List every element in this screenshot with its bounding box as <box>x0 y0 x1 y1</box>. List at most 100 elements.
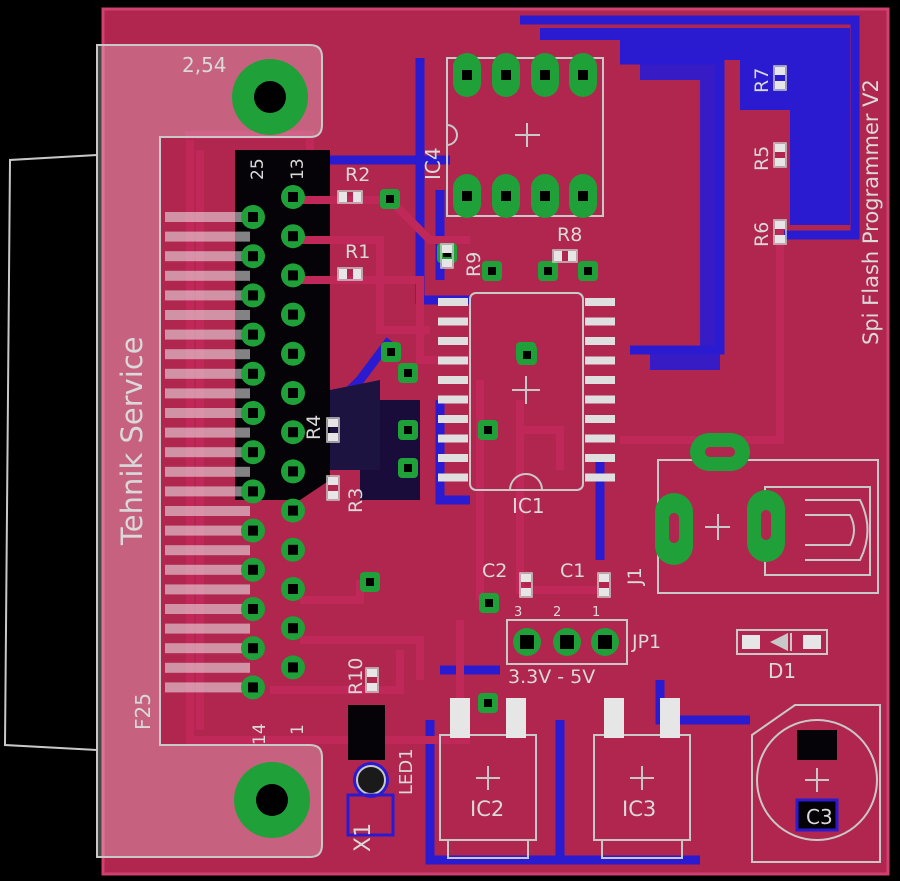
r3-outline <box>326 475 340 501</box>
connector-pad-hole <box>248 525 258 536</box>
r10-label: R10 <box>345 658 367 695</box>
ic4-pin-hole <box>540 70 550 80</box>
c2-label: C2 <box>482 560 507 582</box>
connector-pad-hole <box>288 662 298 673</box>
ic4-pin-hole <box>462 191 472 201</box>
via-hole <box>386 195 394 203</box>
ic1-pin-left <box>438 415 468 423</box>
r5-pad <box>775 158 785 166</box>
ic4-pin-hole <box>578 70 588 80</box>
connector-pad-hole <box>248 329 258 340</box>
pin-13-label: 13 <box>288 158 308 180</box>
ic4-pin-hole <box>578 191 588 201</box>
ic1-pin-right <box>585 356 615 365</box>
d1-label: D1 <box>768 659 796 683</box>
vias <box>360 189 598 713</box>
connector-pad-hole <box>288 505 298 516</box>
j1-label: J1 <box>624 567 646 586</box>
board-title: Spi Flash Programmer V2 <box>859 79 883 345</box>
connector-finger <box>165 584 250 595</box>
r8-outline <box>552 249 578 263</box>
silk-labels: 2,54 Tehnik Service F25 25 13 14 1 Spi F… <box>115 53 883 852</box>
x1-label: X1 <box>351 823 376 852</box>
r9-label: R9 <box>463 252 485 277</box>
r2-label: R2 <box>345 164 370 186</box>
ic1-pin-left <box>438 395 468 404</box>
connector-pad-hole <box>248 368 258 379</box>
connector-finger <box>165 388 250 399</box>
via-hole <box>488 267 496 275</box>
d1-diode <box>736 629 828 655</box>
via-hole <box>366 578 374 586</box>
ic1-pin-right <box>585 376 615 384</box>
connector-pad-hole <box>288 270 298 281</box>
connector-pad-hole <box>288 623 298 634</box>
r6-pad <box>775 235 785 243</box>
r1-pad <box>339 269 347 279</box>
r7-label: R7 <box>751 68 773 93</box>
connector-finger <box>165 506 250 516</box>
mounting-hole-top <box>232 59 308 135</box>
r4-outline <box>326 417 340 443</box>
r10-outline <box>365 667 379 693</box>
jp1-voltage-label: 3.3V - 5V <box>508 666 595 688</box>
ic1-pin-right <box>585 473 615 482</box>
bottom-pour-right <box>640 60 720 370</box>
connector-pad-hole <box>288 348 298 359</box>
r1-outline <box>337 267 363 281</box>
r6-pad <box>775 221 785 229</box>
ic4-package <box>446 57 604 217</box>
connector-finger <box>165 662 250 673</box>
connector-finger <box>165 564 250 575</box>
connector-finger <box>165 290 250 301</box>
r9-pad <box>442 259 452 267</box>
r9-pad <box>442 245 452 253</box>
connector-pad-hole <box>288 231 298 242</box>
ic1-pin-right <box>585 395 615 404</box>
ic4-label: IC4 <box>421 147 445 180</box>
jp1-pin2: 2 <box>553 605 561 620</box>
ic1-package <box>469 292 584 491</box>
pin-14-label: 14 <box>250 723 270 745</box>
connector-finger <box>165 310 250 320</box>
r5-label: R5 <box>751 146 773 171</box>
c3-label: C3 <box>806 805 833 829</box>
connector-finger <box>165 408 250 418</box>
ic1-pin-right <box>585 434 615 443</box>
r8-label: R8 <box>557 224 582 246</box>
connector-pad-hole <box>248 486 258 497</box>
connector-pad-hole <box>248 564 258 575</box>
connector-pad-hole <box>288 309 298 320</box>
c1-outline <box>597 572 611 598</box>
ic4-pin-hole <box>540 191 550 201</box>
r8-pad <box>568 251 576 261</box>
r5-pad <box>775 144 785 152</box>
smd-parts <box>326 65 787 693</box>
connector-pad-hole <box>248 290 258 301</box>
ic2-lead <box>506 698 526 738</box>
connector-finger <box>165 251 250 262</box>
ic2-label: IC2 <box>470 797 504 821</box>
ic1-pin-left <box>438 473 468 482</box>
r10-pad <box>367 669 377 677</box>
ic4-pins <box>453 53 597 218</box>
jp1-label: JP1 <box>631 631 661 653</box>
ic1-pin-left <box>438 434 468 443</box>
r6-outline <box>773 219 787 245</box>
connector-finger <box>165 368 250 379</box>
r1-pad <box>353 269 361 279</box>
via-hole <box>404 464 412 472</box>
ic1-label: IC1 <box>512 494 545 518</box>
ic1-pin-left <box>438 298 468 306</box>
connector-finger <box>165 349 250 360</box>
via-hole <box>544 267 552 275</box>
j1-power-jack <box>655 433 879 594</box>
connector-pad-hole <box>288 584 298 594</box>
pin-25-label: 25 <box>248 158 268 180</box>
connector-pad-hole <box>248 408 258 418</box>
connector-pad-hole <box>248 212 258 222</box>
mounting-hole-bottom <box>234 762 310 838</box>
connector-pad-hole <box>288 544 298 555</box>
ic4-pin-hole <box>462 70 472 80</box>
